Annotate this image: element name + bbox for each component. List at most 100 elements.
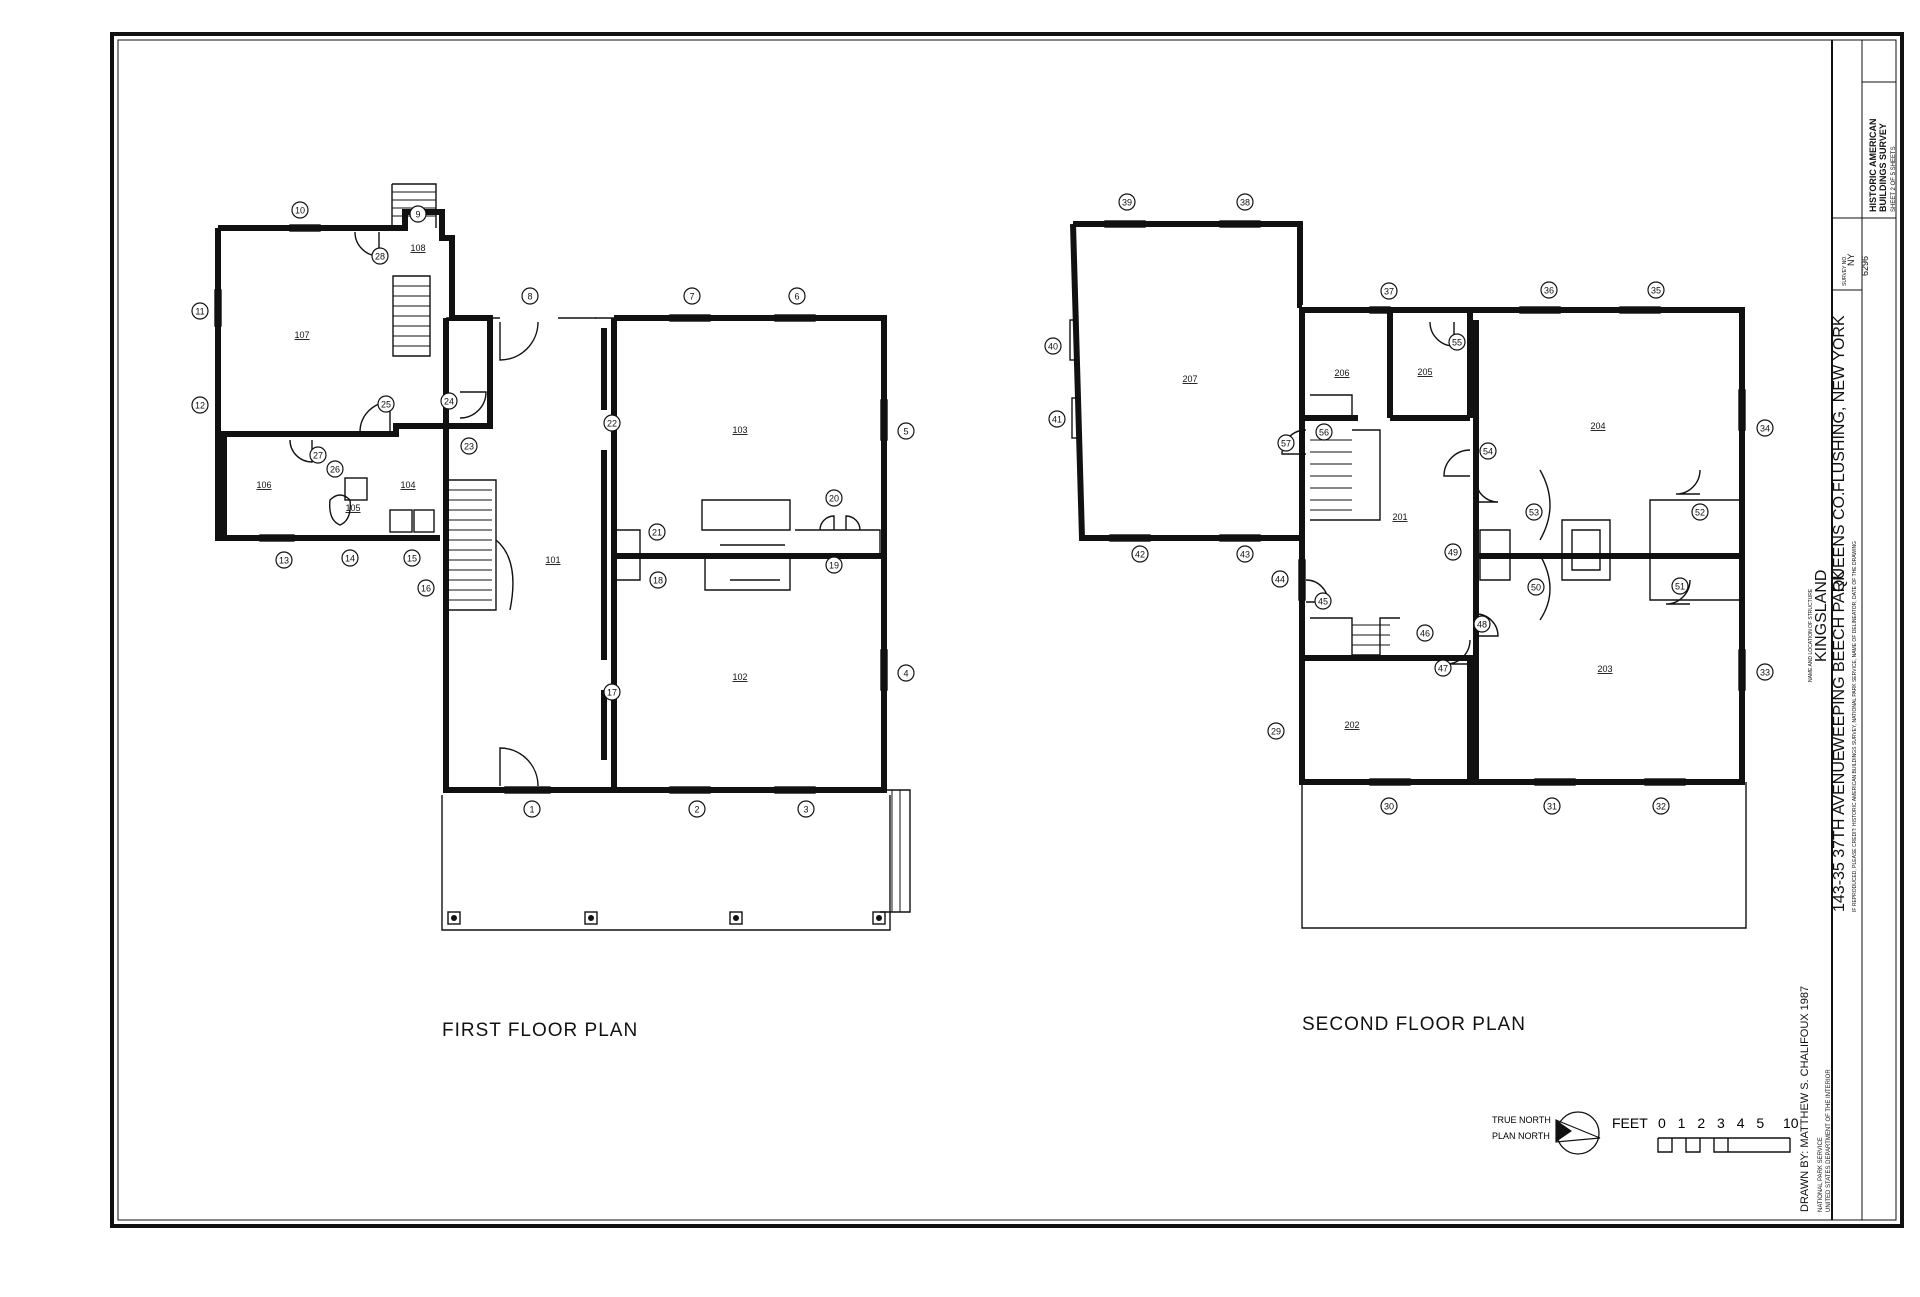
- marker-bubble-4: 4: [897, 664, 915, 682]
- svg-text:30: 30: [1384, 802, 1394, 812]
- marker-bubble-51: 51: [1671, 577, 1689, 595]
- marker-bubble-12: 12: [191, 396, 209, 414]
- marker-bubble-34: 34: [1756, 419, 1774, 437]
- room-label-103: 103: [732, 425, 747, 435]
- marker-bubble-39: 39: [1118, 193, 1136, 211]
- marker-bubble-26: 26: [326, 460, 344, 478]
- svg-text:37: 37: [1384, 287, 1394, 297]
- svg-text:7: 7: [689, 292, 694, 302]
- marker-bubble-9: 9: [409, 205, 427, 223]
- room-label-207: 207: [1182, 374, 1197, 384]
- marker-bubble-35: 35: [1647, 281, 1665, 299]
- agency-2: UNITED STATES DEPARTMENT OF THE INTERIOR: [1826, 1069, 1832, 1212]
- first-floor-plan: [214, 183, 911, 931]
- svg-text:52: 52: [1695, 508, 1705, 518]
- marker-bubble-18: 18: [649, 571, 667, 589]
- room-label-107: 107: [294, 330, 309, 340]
- habs-line-2: BUILDINGS SURVEY: [1878, 123, 1888, 212]
- windows-first-floor: [214, 224, 888, 794]
- stair-treads: [448, 489, 492, 601]
- marker-bubble-1: 1: [523, 800, 541, 818]
- survey-caption: SURVEY NO.: [1842, 255, 1848, 286]
- windows-second-floor: [1069, 220, 1746, 786]
- marker-bubble-28: 28: [371, 247, 389, 265]
- svg-text:35: 35: [1651, 286, 1661, 296]
- svg-text:18: 18: [653, 576, 663, 586]
- marker-bubble-31: 31: [1543, 797, 1561, 815]
- marker-bubble-45: 45: [1314, 592, 1332, 610]
- marker-bubble-37: 37: [1380, 282, 1398, 300]
- marker-bubble-14: 14: [341, 549, 359, 567]
- survey-state: NY: [1846, 253, 1856, 266]
- marker-bubble-44: 44: [1271, 570, 1289, 588]
- svg-text:26: 26: [330, 465, 340, 475]
- svg-text:43: 43: [1240, 550, 1250, 560]
- marker-bubble-6: 6: [788, 287, 806, 305]
- svg-text:9: 9: [415, 210, 420, 220]
- marker-bubble-2: 2: [688, 800, 706, 818]
- marker-bubble-42: 42: [1131, 545, 1149, 563]
- svg-text:10: 10: [295, 206, 305, 216]
- marker-bubble-24: 24: [440, 392, 458, 410]
- marker-bubble-3: 3: [797, 800, 815, 818]
- porch-posts: [447, 911, 886, 925]
- marker-bubble-46: 46: [1416, 624, 1434, 642]
- svg-text:13: 13: [279, 556, 289, 566]
- scale-label: FEET: [1612, 1115, 1648, 1131]
- svg-text:5: 5: [903, 427, 908, 437]
- survey-number: 6296: [1860, 256, 1870, 276]
- svg-text:50: 50: [1531, 583, 1541, 593]
- svg-text:3: 3: [803, 805, 808, 815]
- marker-bubble-49: 49: [1444, 543, 1462, 561]
- room-label-206: 206: [1334, 368, 1349, 378]
- svg-text:38: 38: [1240, 198, 1250, 208]
- marker-bubble-40: 40: [1044, 337, 1062, 355]
- svg-text:41: 41: [1052, 415, 1062, 425]
- marker-bubble-8: 8: [521, 287, 539, 305]
- marker-bubble-16: 16: [417, 579, 435, 597]
- svg-text:28: 28: [375, 252, 385, 262]
- svg-text:47: 47: [1438, 664, 1448, 674]
- marker-bubble-21: 21: [648, 523, 666, 541]
- outer-border: [110, 32, 1904, 1228]
- address-2: WEEPING BEECH PARK: [1831, 570, 1848, 752]
- svg-text:55: 55: [1452, 338, 1462, 348]
- marker-bubble-36: 36: [1540, 281, 1558, 299]
- svg-text:22: 22: [607, 419, 617, 429]
- svg-text:39: 39: [1122, 198, 1132, 208]
- svg-text:31: 31: [1547, 802, 1557, 812]
- marker-bubble-52: 52: [1691, 503, 1709, 521]
- svg-text:48: 48: [1477, 620, 1487, 630]
- room-label-203: 203: [1597, 664, 1612, 674]
- marker-bubble-17: 17: [603, 683, 621, 701]
- svg-text:40: 40: [1048, 342, 1058, 352]
- room-labels: 1011021031041051061071082012022032042052…: [256, 243, 1612, 730]
- svg-text:54: 54: [1483, 447, 1493, 457]
- marker-bubble-7: 7: [683, 287, 701, 305]
- marker-bubble-13: 13: [275, 551, 293, 569]
- credit-line: IF REPRODUCED, PLEASE CREDIT: HISTORIC A…: [1852, 541, 1858, 912]
- svg-text:34: 34: [1760, 424, 1770, 434]
- title-block: DRAWN BY: MATTHEW S. CHALIFOUX 1987 NATI…: [1799, 40, 1897, 1220]
- marker-bubble-20: 20: [825, 489, 843, 507]
- svg-text:6: 6: [794, 292, 799, 302]
- room-label-204: 204: [1590, 421, 1605, 431]
- svg-text:29: 29: [1271, 727, 1281, 737]
- marker-bubble-48: 48: [1473, 615, 1491, 633]
- svg-text:14: 14: [345, 554, 355, 564]
- marker-bubble-47: 47: [1434, 659, 1452, 677]
- svg-text:25: 25: [381, 400, 391, 410]
- second-floor-title: SECOND FLOOR PLAN: [1302, 1014, 1526, 1035]
- svg-text:15: 15: [407, 554, 417, 564]
- marker-bubble-19: 19: [825, 556, 843, 574]
- marker-bubble-38: 38: [1236, 193, 1254, 211]
- svg-text:8: 8: [527, 292, 532, 302]
- svg-text:27: 27: [313, 451, 323, 461]
- scale-bar: FEET 0 1 2 3 4 5 10: [1612, 1115, 1799, 1153]
- room-label-201: 201: [1392, 512, 1407, 522]
- marker-bubble-55: 55: [1448, 333, 1466, 351]
- marker-bubble-27: 27: [309, 446, 327, 464]
- address-4: FLUSHING, NEW YORK: [1831, 315, 1848, 492]
- marker-bubble-32: 32: [1652, 797, 1670, 815]
